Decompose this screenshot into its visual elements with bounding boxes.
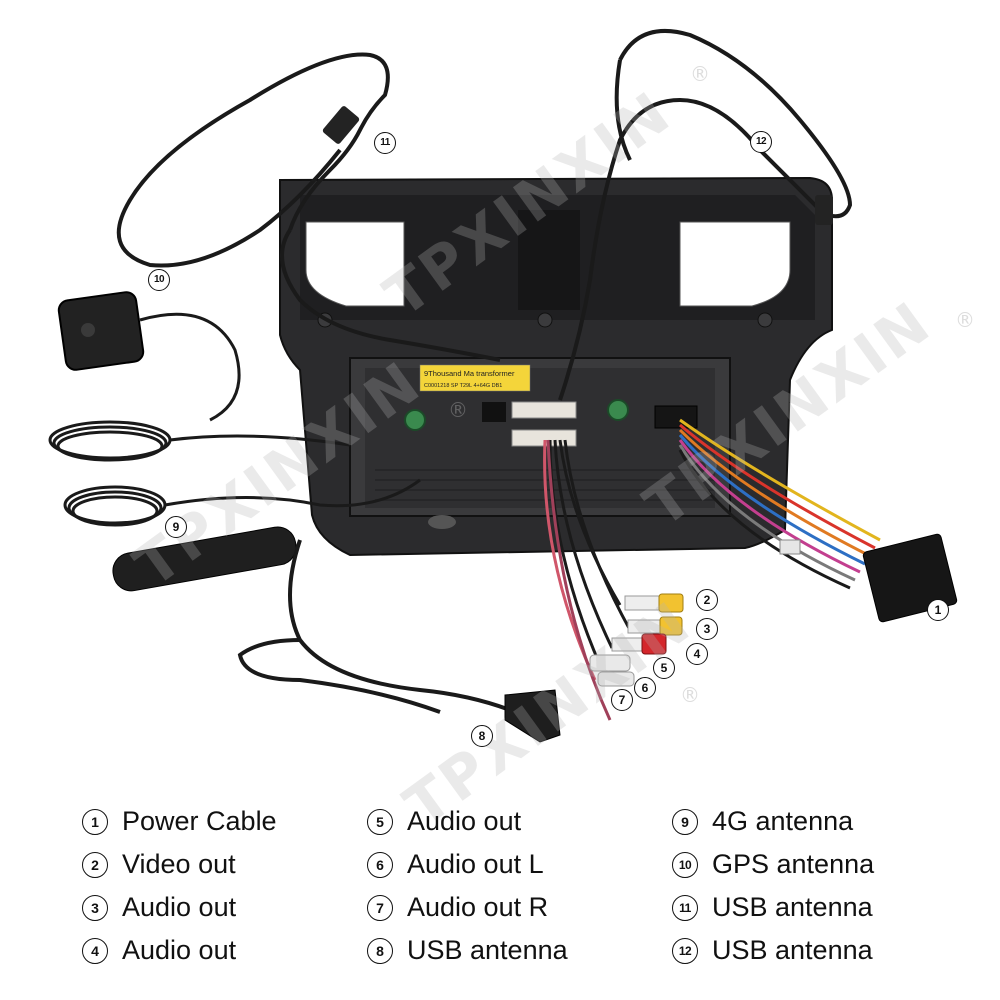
- legend-number: 1: [82, 808, 108, 835]
- legend-item: 5 Audio out: [367, 800, 568, 843]
- legend-item: 9 4G antenna: [672, 800, 874, 843]
- legend-item: 12 USB antenna: [672, 929, 874, 972]
- legend-number: 10: [672, 851, 698, 878]
- watermark-registered-4: ®: [680, 683, 700, 707]
- rca-audio-red: [611, 633, 667, 655]
- legend-item: 1 Power Cable: [82, 800, 277, 843]
- legend-number: 6: [367, 851, 393, 878]
- callout-5: 5: [653, 657, 675, 679]
- callout-1: 1: [927, 599, 949, 621]
- usb-plug-11: [322, 106, 360, 144]
- legend-item: 7 Audio out R: [367, 886, 568, 929]
- legend-item: 10 GPS antenna: [672, 843, 874, 886]
- callout-2: 2: [696, 589, 718, 611]
- watermark-registered-3: ®: [448, 398, 468, 422]
- legend-number: 9: [672, 808, 698, 835]
- callout-6: 6: [634, 677, 656, 699]
- legend-column-2: 5 Audio out 6 Audio out L 7 Audio out R 8 US…: [367, 800, 568, 972]
- usb-plug-12: [815, 195, 833, 225]
- gps-antenna: [57, 291, 145, 371]
- legend-label: Audio out: [122, 935, 237, 965]
- connector-green-left: [404, 409, 426, 431]
- watermark-registered-2: ®: [955, 308, 975, 332]
- legend-number: 5: [367, 808, 393, 835]
- legend-number: 4: [82, 937, 108, 964]
- device-label-line1: 9Thousand Ma transformer: [424, 369, 515, 378]
- legend-item: 8 USB antenna: [367, 929, 568, 972]
- legend-item: 2 Video out: [82, 843, 277, 886]
- device-label-sticker: [419, 364, 531, 392]
- device-label-line2: C0001218 SP T29L 4+64G DB1: [424, 383, 502, 389]
- callout-9: 9: [165, 516, 187, 538]
- legend-label: USB antenna: [407, 935, 568, 965]
- legend-number: 3: [82, 894, 108, 921]
- rca-video-yellow: [624, 593, 684, 613]
- 4g-antenna: [112, 526, 297, 592]
- housing-window-right: [679, 221, 791, 307]
- legend-number: 12: [672, 937, 698, 964]
- callout-12: 12: [750, 131, 772, 153]
- legend-label: 4G antenna: [712, 806, 854, 836]
- legend-label: Audio out: [407, 806, 522, 836]
- legend-item: 4 Audio out: [82, 929, 277, 972]
- legend-number: 2: [82, 851, 108, 878]
- legend-label: USB antenna: [712, 892, 873, 922]
- product-photo: 9Thousand Ma transformer C0001218 SP T29…: [48, 28, 958, 743]
- connector-white-top: [511, 401, 577, 419]
- rca-audio-yellow: [627, 616, 683, 636]
- legend-number: 7: [367, 894, 393, 921]
- legend-label: Power Cable: [122, 806, 277, 836]
- legend-number: 11: [672, 894, 698, 921]
- legend-label: Audio out: [122, 892, 237, 922]
- legend-label: GPS antenna: [712, 849, 875, 879]
- legend-item: 11 USB antenna: [672, 886, 874, 929]
- housing-window-left: [305, 221, 405, 307]
- cable-usb-11: [280, 228, 501, 362]
- callout-8: 8: [471, 725, 493, 747]
- callout-10: 10: [148, 269, 170, 291]
- callout-4: 4: [686, 643, 708, 665]
- legend-item: 6 Audio out L: [367, 843, 568, 886]
- rca-audio-white: [589, 654, 635, 687]
- legend-item: 3 Audio out: [82, 886, 277, 929]
- callout-3: 3: [696, 618, 718, 640]
- legend-label: Video out: [122, 849, 236, 879]
- connector-green-right: [607, 399, 629, 421]
- watermark-registered-1: ®: [690, 62, 710, 86]
- callout-11: 11: [374, 132, 396, 154]
- usb-antenna-8: [504, 689, 561, 743]
- legend-label: Audio out R: [407, 892, 549, 922]
- legend-label: Audio out L: [407, 849, 544, 879]
- legend-label: USB antenna: [712, 935, 873, 965]
- legend-number: 8: [367, 937, 393, 964]
- callout-7: 7: [611, 689, 633, 711]
